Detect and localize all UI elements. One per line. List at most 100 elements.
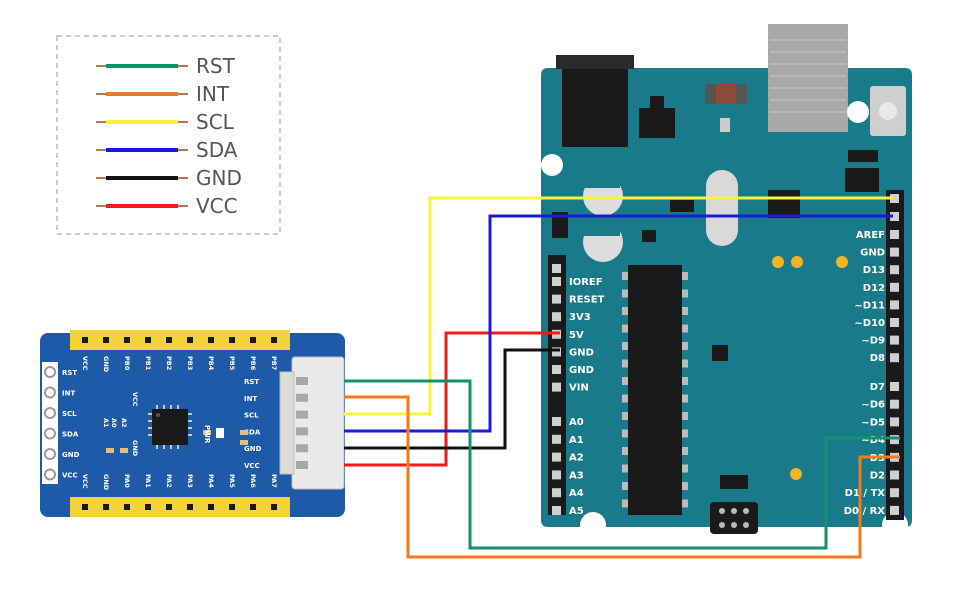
pin-hole	[44, 407, 56, 419]
left-pad-strip	[42, 362, 58, 484]
connector-slot	[296, 427, 308, 436]
header-pin	[166, 504, 172, 510]
chip-pin	[682, 289, 688, 298]
left-pin-label: SCL	[62, 410, 77, 418]
header-pin	[552, 470, 561, 480]
header-pin	[890, 300, 899, 310]
connector-pin-label: SCL	[244, 412, 259, 420]
uno-pin-label: D1 / TX	[845, 488, 886, 499]
connector-slot	[296, 377, 308, 385]
chip-pin	[682, 447, 688, 455]
wire-scl	[344, 196, 893, 416]
chip-pin	[682, 272, 688, 280]
bottom-header-label: PA2	[165, 474, 173, 488]
chip-pin	[682, 412, 688, 420]
pin-hole	[44, 427, 56, 440]
left-pin-label: GND	[62, 451, 80, 459]
header-pin	[552, 488, 561, 498]
chip-pin	[622, 499, 628, 508]
connector-pin-label: GND	[244, 445, 262, 453]
chip-pin	[622, 429, 628, 438]
header-pin	[166, 337, 172, 343]
header-pin	[208, 504, 214, 510]
chip-pin	[622, 447, 628, 455]
connector-pin-label: RST	[244, 378, 259, 386]
top-header-label: PB4	[207, 356, 215, 371]
header-pin	[552, 264, 561, 273]
chip-pin	[682, 429, 688, 438]
header-pin	[890, 399, 899, 409]
header-pin	[250, 337, 256, 343]
chip-pin	[682, 342, 688, 350]
top-header-label: PB2	[165, 356, 173, 370]
header-pin	[145, 337, 151, 343]
chip-pin	[622, 377, 628, 385]
chip-pin	[622, 412, 628, 420]
left-pin-label: SDA	[62, 431, 79, 439]
header-pin	[229, 504, 235, 510]
top-header-label: PB1	[144, 356, 152, 371]
header-pin	[82, 337, 88, 343]
header-pin	[552, 347, 561, 357]
header-pin	[890, 353, 899, 363]
usb-connector	[768, 24, 848, 132]
header-pin	[103, 504, 109, 510]
header-pin	[552, 506, 561, 515]
uno-pin-label: IOREF	[569, 277, 603, 288]
header-pin	[890, 247, 899, 257]
wire-vcc	[344, 331, 560, 467]
chip-pin	[622, 324, 628, 333]
chip-pin	[622, 272, 628, 280]
chip-pin	[682, 324, 688, 333]
connector-slot	[296, 393, 308, 402]
chip-pin	[682, 394, 688, 403]
side-label: GND	[131, 440, 139, 457]
uno-pin-label: A5	[569, 506, 584, 517]
header-pin	[890, 194, 899, 203]
chip-pin	[682, 464, 688, 473]
connector-slot	[296, 410, 308, 419]
top-header-label: PB7	[270, 356, 278, 370]
wire-sda	[344, 214, 893, 433]
chip-pin	[682, 482, 688, 490]
wires	[344, 196, 900, 559]
header-pin	[890, 435, 899, 445]
uno-pin-label: ~D6	[861, 400, 885, 411]
chip-pin	[622, 464, 628, 473]
header-pin	[890, 230, 899, 239]
power-jack	[562, 55, 628, 147]
uno-pin-label: A4	[569, 488, 584, 499]
module-connector	[291, 356, 345, 490]
header-pin	[124, 337, 130, 343]
chip-pin	[622, 289, 628, 298]
connector-pin-label: SDA	[244, 428, 261, 436]
left-pin-label: RST	[62, 369, 77, 377]
header-pin	[552, 417, 561, 426]
header-pin	[187, 504, 193, 510]
side-label: VCC	[131, 392, 139, 407]
chip-pin	[682, 377, 688, 385]
header-pin	[890, 335, 899, 345]
bottom-header-label: GND	[102, 474, 110, 491]
chip-pin	[622, 359, 628, 368]
pin-hole	[44, 448, 56, 460]
uno-pin-label: D12	[863, 283, 885, 294]
header-pin	[208, 337, 214, 343]
uno-pin-label: GND	[569, 365, 594, 376]
header-pin	[552, 365, 561, 374]
chip-pin	[622, 307, 628, 315]
uno-pin-label: GND	[569, 347, 594, 358]
uno-pin-label: AREF	[856, 230, 885, 241]
uno-pin-label: D13	[863, 265, 885, 276]
pin-hole	[44, 468, 56, 481]
header-pin	[552, 312, 561, 322]
header-pin	[552, 294, 561, 304]
top-header-label: PB6	[249, 356, 257, 371]
uno-pin-label: D8	[870, 353, 885, 364]
connector-pin-label: INT	[244, 395, 257, 403]
chip-pin	[622, 394, 628, 403]
top-header-label: PB0	[123, 356, 131, 371]
legend-label-vcc: VCC	[196, 194, 238, 218]
